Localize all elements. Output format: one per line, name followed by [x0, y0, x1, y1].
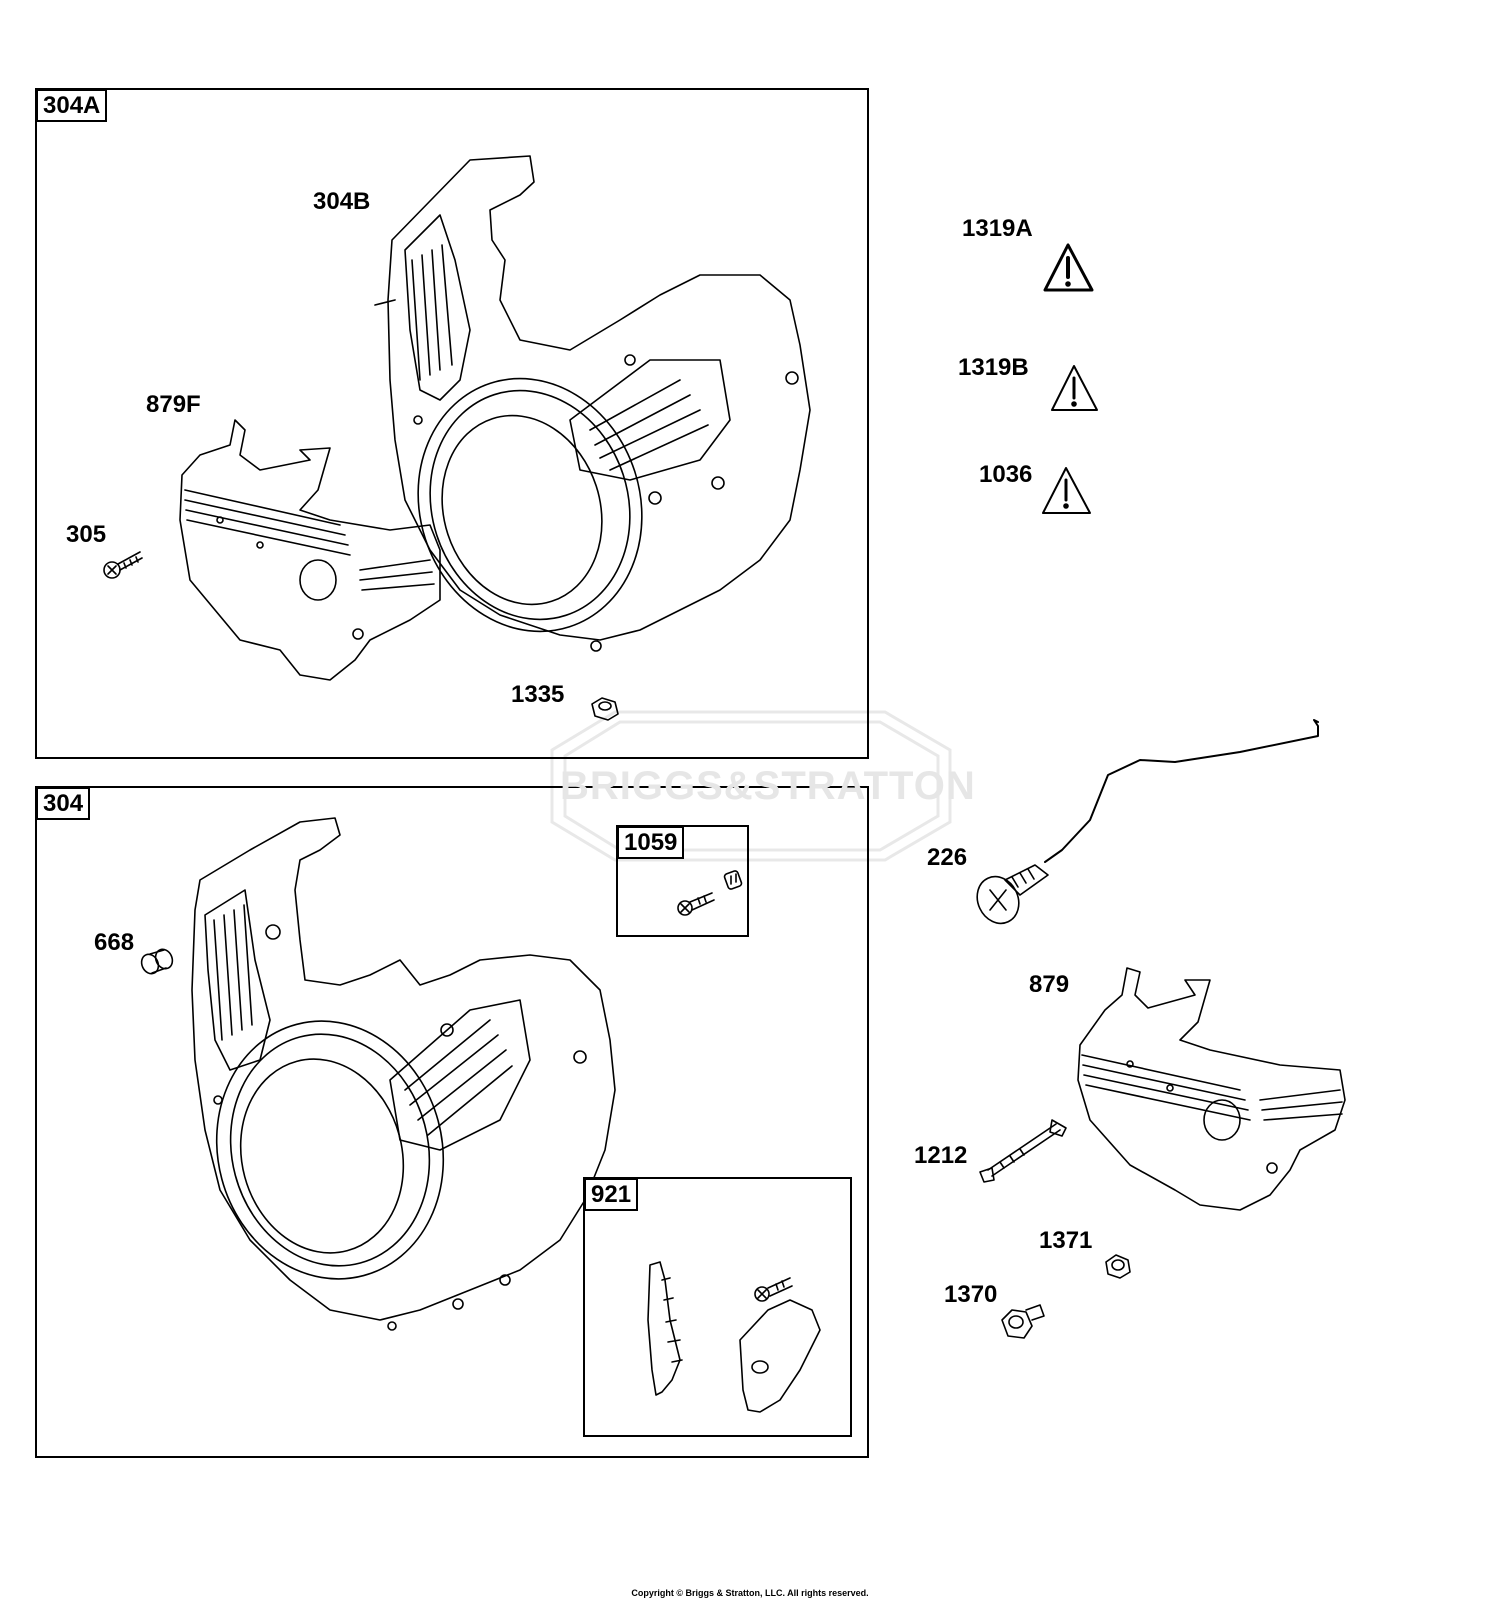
- screw-305: [103, 551, 143, 579]
- part-label-1371: 1371: [1039, 1227, 1093, 1254]
- part-label-304B: 304B: [313, 188, 371, 215]
- shroud-879: [1077, 967, 1346, 1211]
- group-tag-304: 304: [36, 787, 91, 820]
- group-tag-304A: 304A: [36, 89, 108, 122]
- nut-1371: [1105, 1254, 1131, 1279]
- part-label-1036: 1036: [979, 461, 1033, 488]
- group-tag-1059: 1059: [617, 826, 685, 859]
- part-label-879F: 879F: [146, 391, 201, 418]
- part-label-1212: 1212: [914, 1142, 968, 1169]
- part-label-1370: 1370: [944, 1281, 998, 1308]
- group-box-304: [35, 786, 869, 1458]
- part-label-668: 668: [94, 929, 135, 956]
- part-label-305: 305: [66, 521, 107, 548]
- warning-label-1319A: [1043, 243, 1094, 292]
- part-label-1319A: 1319A: [962, 215, 1033, 242]
- stud-1212: [979, 1119, 1067, 1183]
- blower-housing-304: [191, 817, 616, 1331]
- warning-label-1319B: [1051, 365, 1098, 411]
- group-box-304A: [35, 88, 869, 759]
- watermark-logo: [550, 710, 952, 862]
- bolt-1370: [1001, 1304, 1045, 1339]
- part-label-879: 879: [1029, 971, 1070, 998]
- part-label-226: 226: [927, 844, 968, 871]
- nut-1335: [591, 697, 619, 721]
- group-box-921: [583, 1177, 852, 1437]
- group-tag-921: 921: [584, 1178, 639, 1211]
- part-label-1319B: 1319B: [958, 354, 1029, 381]
- spacer-668: [140, 948, 174, 975]
- warning-label-1036: [1042, 467, 1091, 514]
- choke-cable-226: [976, 719, 1319, 925]
- watermark-text: BRIGGS&STRATTON: [560, 764, 976, 808]
- shield-921: [647, 1261, 821, 1413]
- copyright-text: Copyright © Briggs & Stratton, LLC. All …: [631, 1588, 869, 1598]
- shroud-879F: [179, 419, 441, 681]
- screw-1059: [677, 870, 743, 916]
- blower-housing-304B: [374, 155, 811, 652]
- part-label-1335: 1335: [511, 681, 565, 708]
